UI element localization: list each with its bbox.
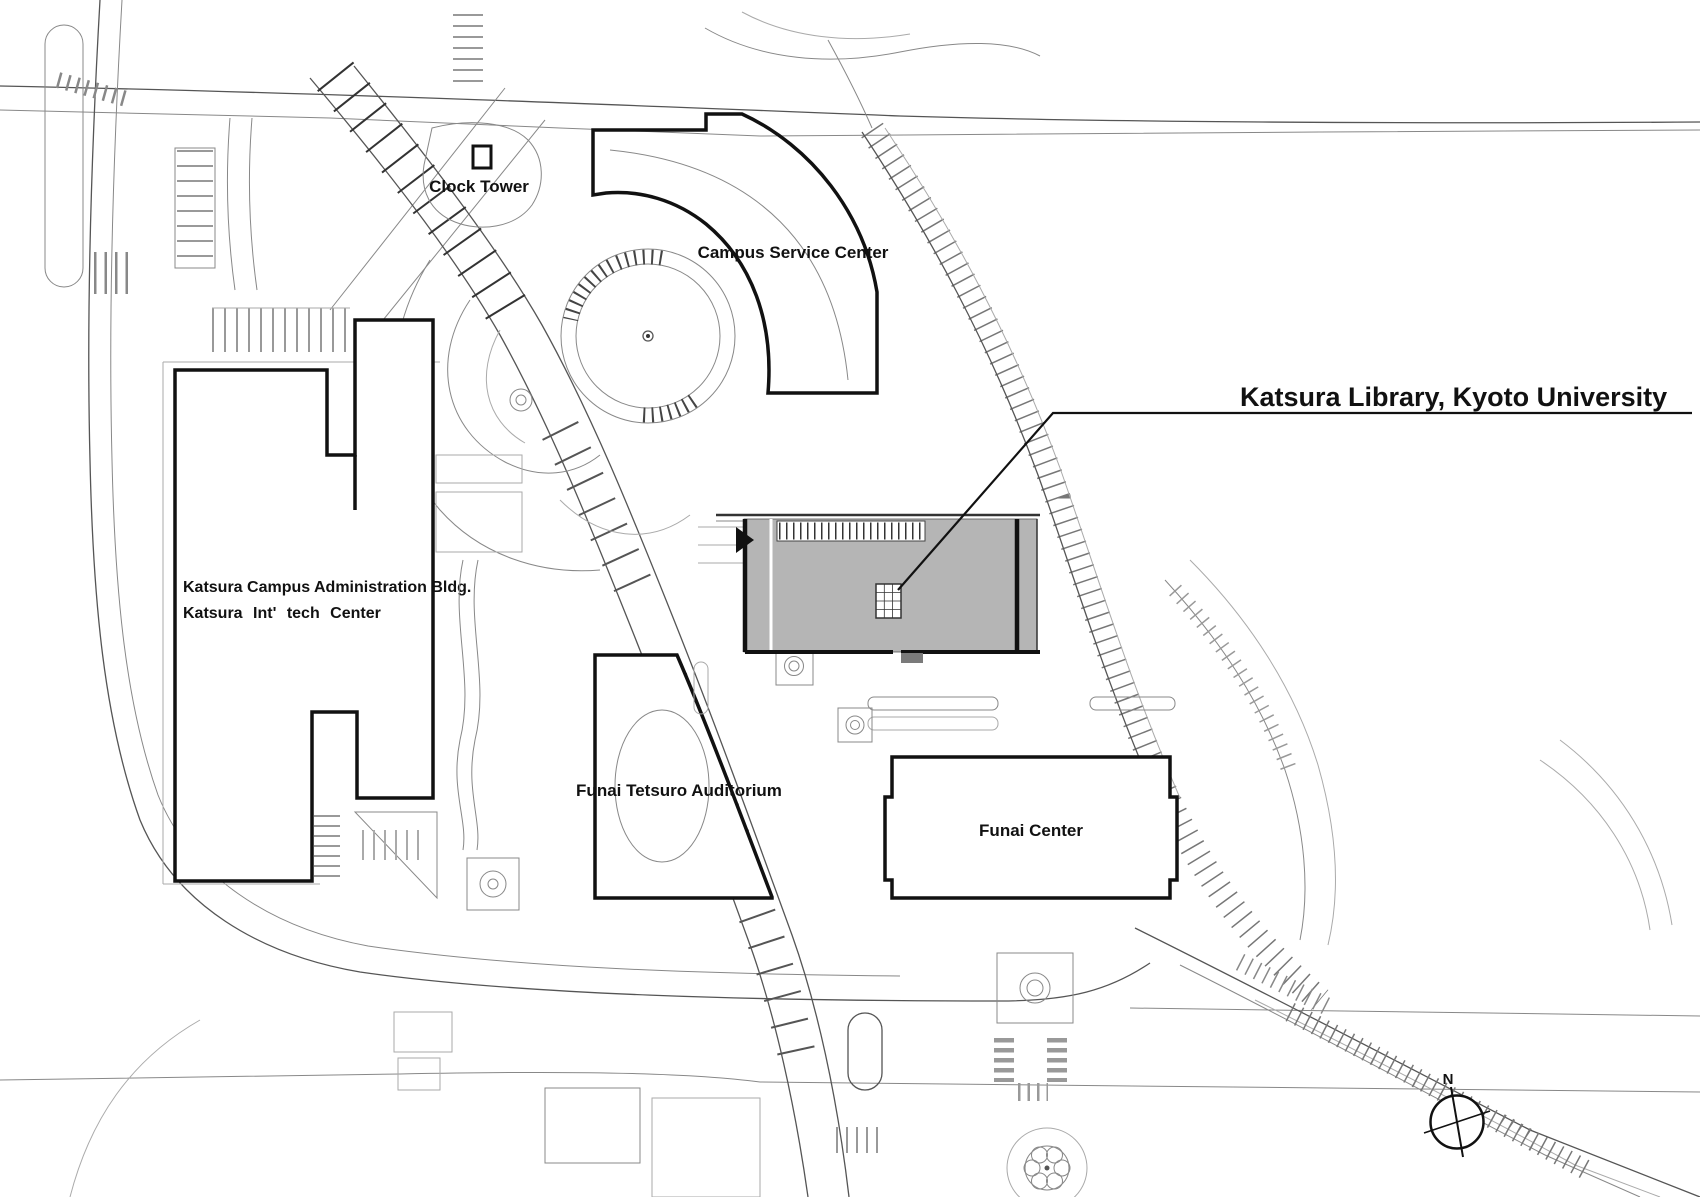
south-campus-details: [393, 952, 1088, 1197]
library-callout: Katsura Library, Kyoto University: [897, 382, 1692, 591]
library-entrance: [901, 653, 923, 663]
page-title: Katsura Library, Kyoto University: [1240, 382, 1667, 412]
admin-bldg-label-line2: Katsura Int' tech Center: [183, 605, 381, 622]
hillside-terrain: [704, 11, 1673, 1181]
campus-service-center-building: Campus Service Center: [393, 112, 889, 572]
leader-line: [897, 411, 1692, 591]
library-stair-core: [875, 583, 902, 619]
garden-canal: [314, 454, 523, 911]
parking-areas: [44, 14, 483, 352]
katsura-library-building: [698, 513, 1040, 663]
clock-tower-footprint: [471, 144, 493, 170]
funai-center-label: Funai Center: [979, 821, 1083, 840]
clock-tower-label: Clock Tower: [429, 177, 529, 196]
roundabout: [1006, 1127, 1088, 1197]
compass-north-label: N: [1443, 1071, 1454, 1088]
admin-bldg-label-line1: Katsura Campus Administration Bldg.: [183, 579, 471, 596]
entrance-arrow-icon: [736, 527, 754, 553]
campus-service-center-label: Campus Service Center: [698, 243, 889, 262]
pedestrian-spine: [309, 61, 883, 1197]
funai-center-building: Funai Center: [693, 647, 1179, 900]
auditorium-building: Funai Tetsuro Auditorium: [576, 653, 782, 900]
library-rooflight: [776, 520, 926, 542]
auditorium-label: Funai Tetsuro Auditorium: [576, 781, 782, 800]
clock-tower: Clock Tower: [422, 122, 542, 228]
compass-rose-icon: N: [1423, 1071, 1491, 1158]
administration-building: Katsura Campus Administration Bldg. Kats…: [162, 318, 471, 885]
